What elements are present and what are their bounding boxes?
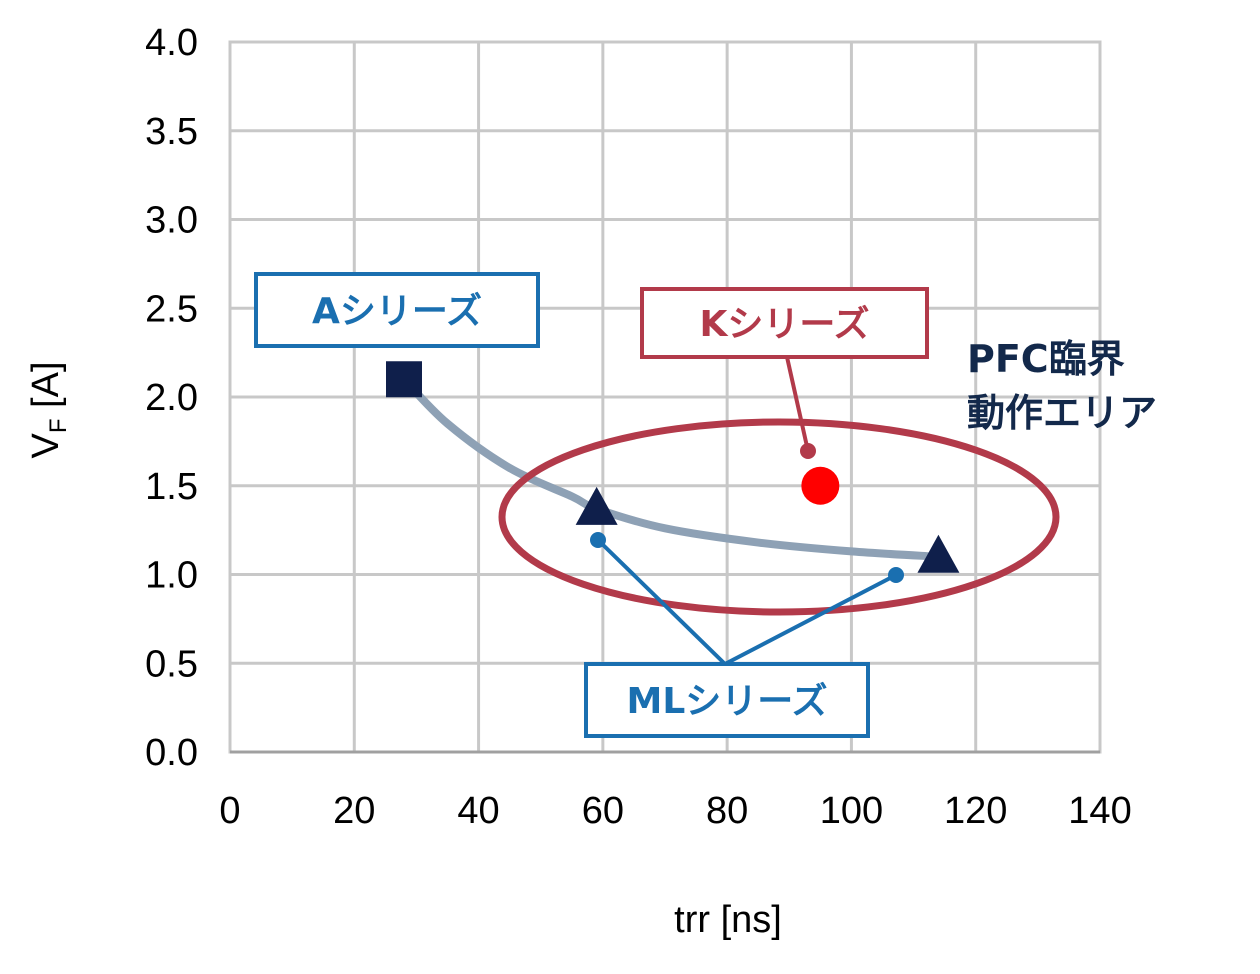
y-tick-label: 3.5	[145, 111, 198, 153]
circle-marker	[801, 466, 840, 505]
ml-series-callout-box	[584, 662, 870, 738]
data-markers	[386, 361, 960, 573]
ml-series-leader-2	[724, 573, 897, 666]
y-tick-label: 4.0	[145, 22, 198, 64]
y-axis-title: VF [A]	[25, 361, 72, 458]
grid-lines	[228, 40, 1102, 754]
pfc-area-ellipse	[498, 418, 1060, 616]
k-series-leader	[785, 356, 810, 452]
a-series-callout-label: Aシリーズ	[312, 290, 482, 332]
y-tick-label: 0.0	[145, 732, 198, 774]
x-tick-label: 40	[457, 790, 499, 832]
triangle-marker	[917, 534, 960, 573]
y-tick-label: 1.5	[145, 466, 198, 508]
y-tick-label: 2.0	[145, 377, 198, 419]
y-tick-label: 3.0	[145, 200, 198, 242]
x-tick-label: 140	[1068, 790, 1131, 832]
ml-series-leader-dot-2	[888, 567, 904, 583]
a-series-callout-box	[254, 272, 540, 348]
x-tick-label: 60	[582, 790, 624, 832]
k-series-callout-box	[640, 287, 929, 359]
ml-series-leader-dot-1	[590, 532, 606, 548]
y-tick-label: 1.0	[145, 555, 198, 597]
pfc-area-label-line2: 動作エリア	[967, 391, 1157, 435]
y-axis-title-unit: [A]	[25, 361, 67, 418]
y-axis-title-sub: F	[45, 419, 72, 434]
ml-series-leader-1	[596, 538, 727, 666]
x-axis-title: trr [ns]	[674, 899, 782, 941]
x-tick-label: 80	[706, 790, 748, 832]
pfc-area-layer	[498, 418, 1060, 616]
x-tick-label: 0	[219, 790, 240, 832]
y-axis-title-main: V	[25, 433, 67, 459]
leader-lines	[590, 356, 904, 666]
ml-series-callout-label: MLシリーズ	[627, 680, 828, 722]
pfc-area-label-line1: PFC臨界	[967, 337, 1125, 381]
square-marker	[386, 361, 422, 398]
y-tick-labels: 0.0 0.5 1.0 1.5 2.0 2.5 3.0 3.5 4.0	[145, 22, 198, 774]
x-tick-label: 20	[333, 790, 375, 832]
y-tick-label: 0.5	[145, 643, 198, 685]
k-series-callout-label: Kシリーズ	[699, 303, 869, 345]
x-tick-label: 100	[820, 790, 883, 832]
y-tick-label: 2.5	[145, 288, 198, 330]
triangle-marker	[575, 486, 618, 525]
trend-curve	[400, 375, 943, 561]
trend-curve-layer	[400, 375, 943, 561]
k-series-leader-dot	[800, 443, 816, 459]
x-tick-labels: 0 20 40 60 80 100 120 140	[219, 790, 1131, 832]
x-tick-label: 120	[944, 790, 1007, 832]
